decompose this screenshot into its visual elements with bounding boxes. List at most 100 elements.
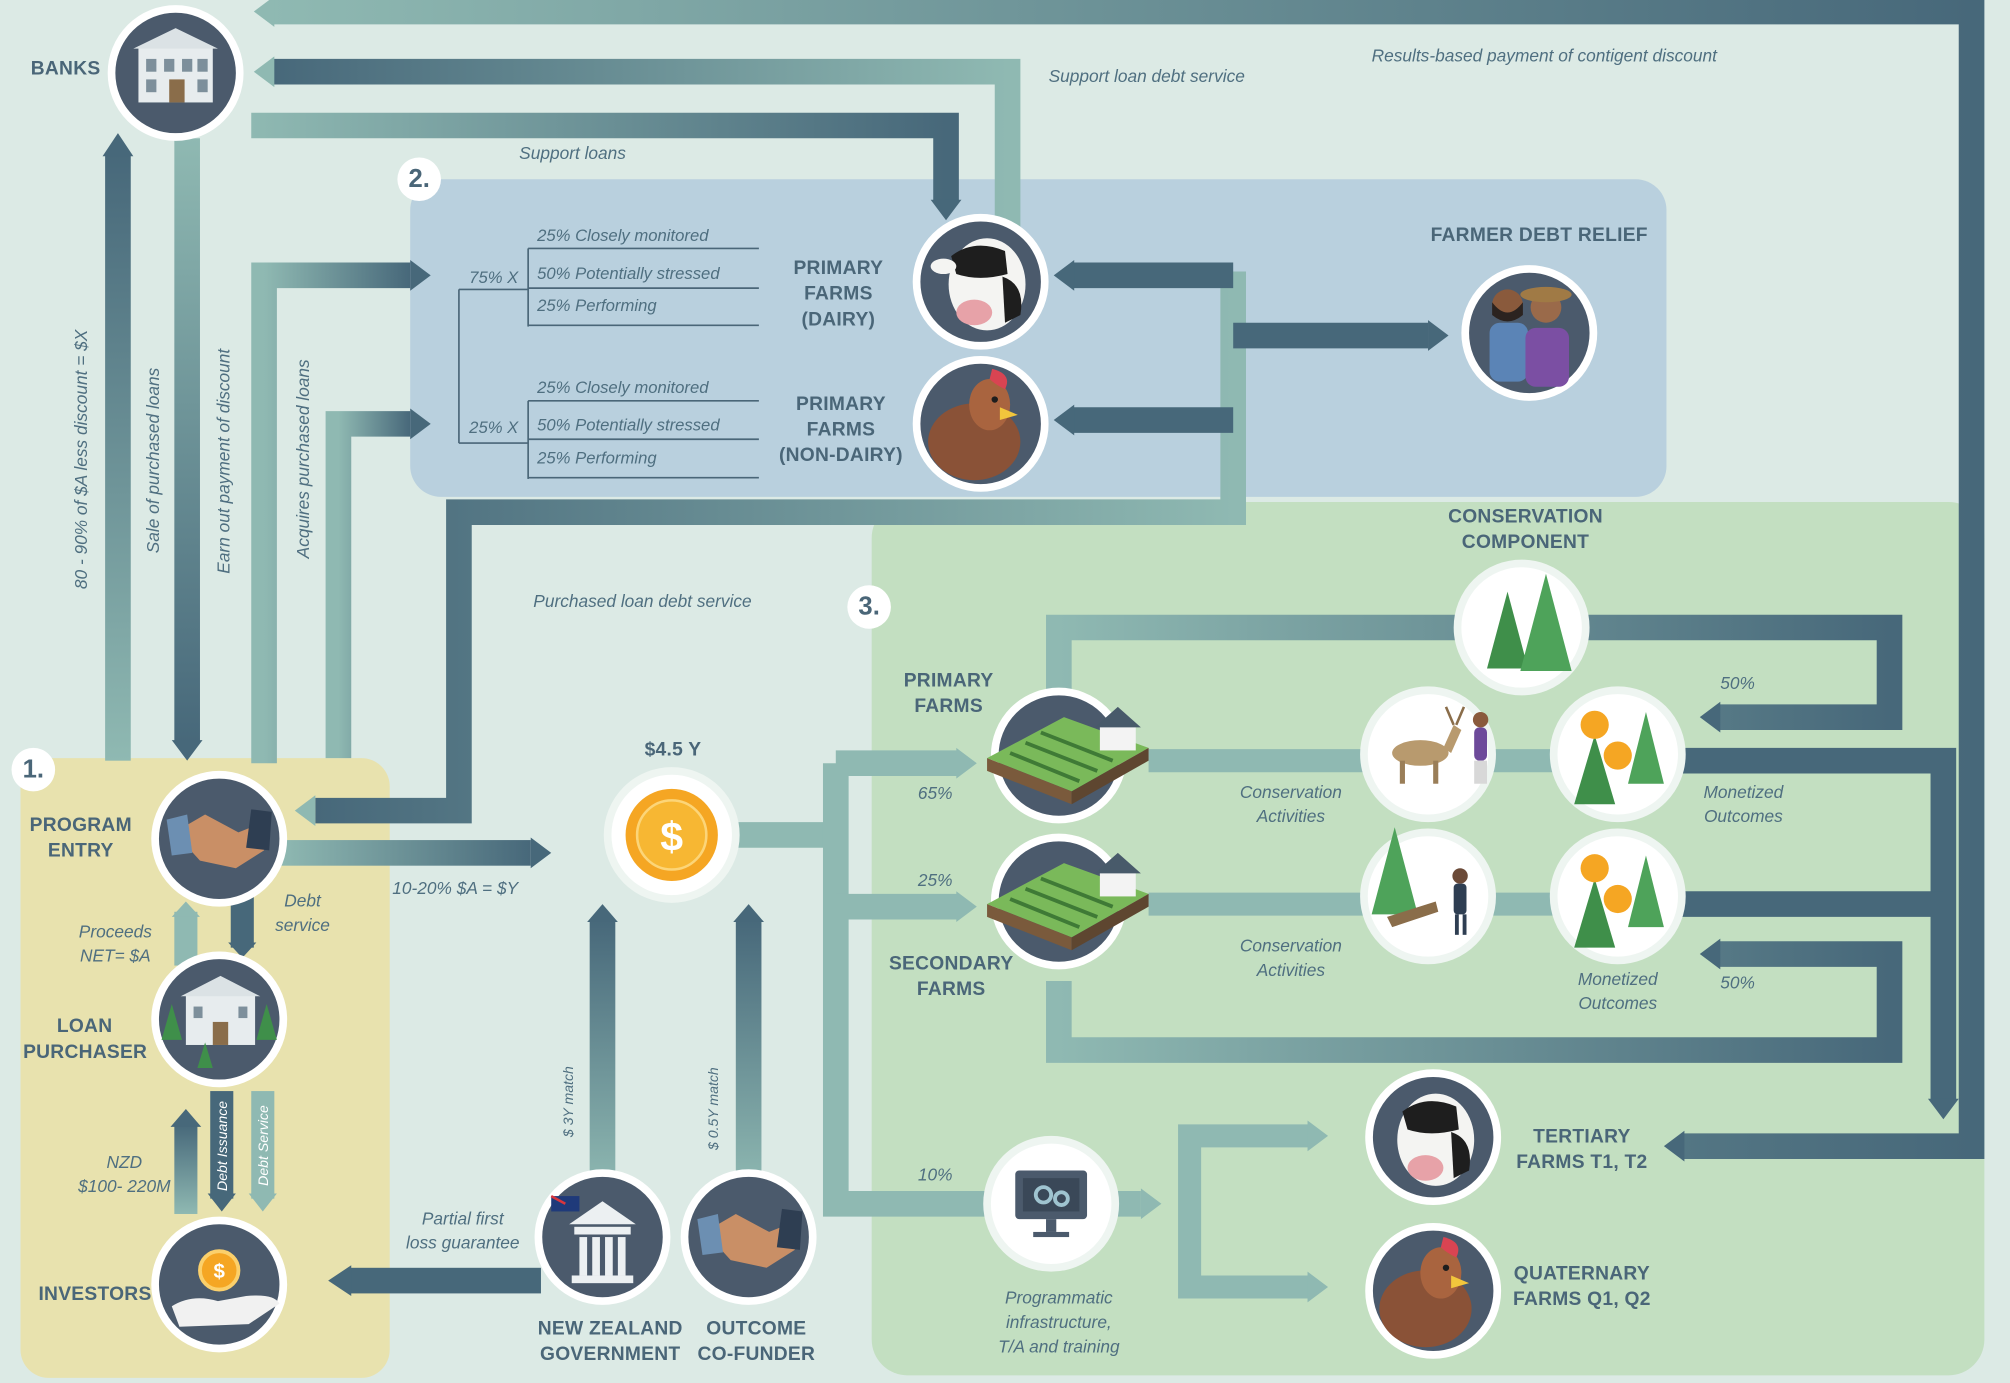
- farmers-icon: [1461, 265, 1598, 401]
- loan-purchaser-building-icon: [151, 951, 288, 1088]
- sale-of-loans-label: Sale of purchased loans: [143, 367, 163, 554]
- farmer-debt-relief-label: FARMER DEBT RELIEF: [1430, 224, 1648, 246]
- flow-activities: [1148, 749, 1567, 916]
- flow-debt-issuance: [210, 1091, 234, 1199]
- earn-out-label: Earn out payment of discount: [214, 348, 234, 574]
- section-1-number: 1.: [11, 747, 56, 792]
- flow-results-based-payment: [271, 0, 1985, 1159]
- flow-sale-of-loans: [174, 138, 200, 743]
- flow-nzd: [174, 1124, 198, 1215]
- bank-building-icon: [107, 5, 244, 141]
- ten-twenty-label: 10-20% $A = $Y: [392, 878, 519, 898]
- fund-amount-label: $4.5 Y: [644, 738, 702, 761]
- flow-support-loans: [251, 112, 959, 203]
- upper-closely-monitored: 25% Closely monitored: [537, 225, 709, 245]
- banks-label: BANKS: [30, 57, 101, 80]
- section-2-panel: [410, 179, 1667, 497]
- upper-performing: 25% Performing: [537, 295, 657, 316]
- results-based-payment-label: Results-based payment of contigent disco…: [1371, 46, 1718, 66]
- handshake-icon: [151, 770, 288, 907]
- computer-gears-icon: [983, 1135, 1120, 1272]
- match-3y-label: $ 3Y match: [561, 1066, 577, 1138]
- flow-partial-guarantee: [348, 1267, 541, 1294]
- primary-farm-icon: [987, 687, 1149, 824]
- flow-match-05y: [735, 919, 762, 1191]
- secondary-farm-icon: [987, 833, 1149, 970]
- hen-icon: [912, 356, 1049, 492]
- flow-conservation-loop-bottom: [1046, 941, 1903, 1063]
- government-building-icon: [534, 1169, 671, 1305]
- pct-programmatic: 10%: [917, 1165, 953, 1185]
- lower-performing: 25% Performing: [537, 448, 657, 468]
- upper-potentially-stressed: 50% Potentially stressed: [537, 263, 720, 284]
- nzd-label: NZD$100- 220M: [78, 1152, 171, 1197]
- flow-debt-service-small: [251, 1091, 275, 1199]
- forest-trees-icon: [1453, 559, 1590, 696]
- flow-debt-service: [230, 896, 254, 948]
- lower-closely-monitored: 25% Closely monitored: [537, 377, 709, 397]
- deer-conservation-icon: [1360, 686, 1496, 823]
- cofunder-handshake-icon: [680, 1169, 817, 1305]
- svg-text:$: $: [660, 813, 683, 859]
- flow-match-3y: [589, 919, 616, 1191]
- pct-monetized-bottom: 50%: [1720, 973, 1755, 993]
- pct-primary: 65%: [917, 783, 953, 803]
- flow-conservation-loop-top: [1046, 614, 1903, 730]
- pct-secondary: 25%: [917, 870, 953, 891]
- flow-banks-payment: [105, 153, 131, 761]
- acquires-loans-label: Acquires purchased loans: [293, 359, 313, 559]
- investor-hand-coin-icon: $: [151, 1216, 288, 1353]
- tertiary-cow-icon: [1365, 1069, 1502, 1206]
- flow-monetized-results: [1681, 747, 1957, 1102]
- banks-payment-label: 80 - 90% of $A less discount = $X: [71, 329, 92, 590]
- support-loans-label: Support loans: [519, 143, 626, 163]
- flow-acquires-loans: [325, 411, 411, 759]
- flow-proceeds: [174, 911, 198, 966]
- section-2-number: 2.: [397, 157, 441, 202]
- flow-ten-twenty: [279, 840, 531, 866]
- match-05y-label: $ 0.5Y match: [706, 1067, 722, 1150]
- debt-service-small-label: Debt Service: [256, 1105, 272, 1186]
- quaternary-hen-icon: [1365, 1222, 1502, 1359]
- purchased-loan-debt-service-label: Purchased loan debt service: [533, 591, 752, 611]
- monetized-coins-trees-icon-2: [1549, 828, 1686, 965]
- dairy-cow-icon: [912, 213, 1049, 350]
- flow-programmatic-split: [1178, 1124, 1311, 1299]
- pct-monetized-top: 50%: [1720, 673, 1755, 693]
- debt-issuance-label: Debt Issuance: [215, 1100, 231, 1191]
- section-3-number: 3.: [847, 585, 891, 629]
- support-loan-debt-service-label: Support loan debt service: [1048, 66, 1245, 86]
- portfolio-lower-share: 25% X: [469, 417, 519, 437]
- portfolio-bracket: [458, 247, 759, 479]
- flow-farm-returns: [1071, 262, 1429, 433]
- investors-label: INVESTORS: [38, 1283, 152, 1305]
- ranger-tree-icon: [1360, 827, 1496, 965]
- fund-coin-icon: $: [603, 767, 740, 903]
- svg-text:$: $: [213, 1260, 225, 1283]
- portfolio-upper-share: 75% X: [469, 267, 519, 287]
- monetized-coins-trees-icon: [1549, 686, 1686, 823]
- flow-earn-out: [251, 262, 411, 764]
- lower-potentially-stressed: 50% Potentially stressed: [537, 414, 720, 435]
